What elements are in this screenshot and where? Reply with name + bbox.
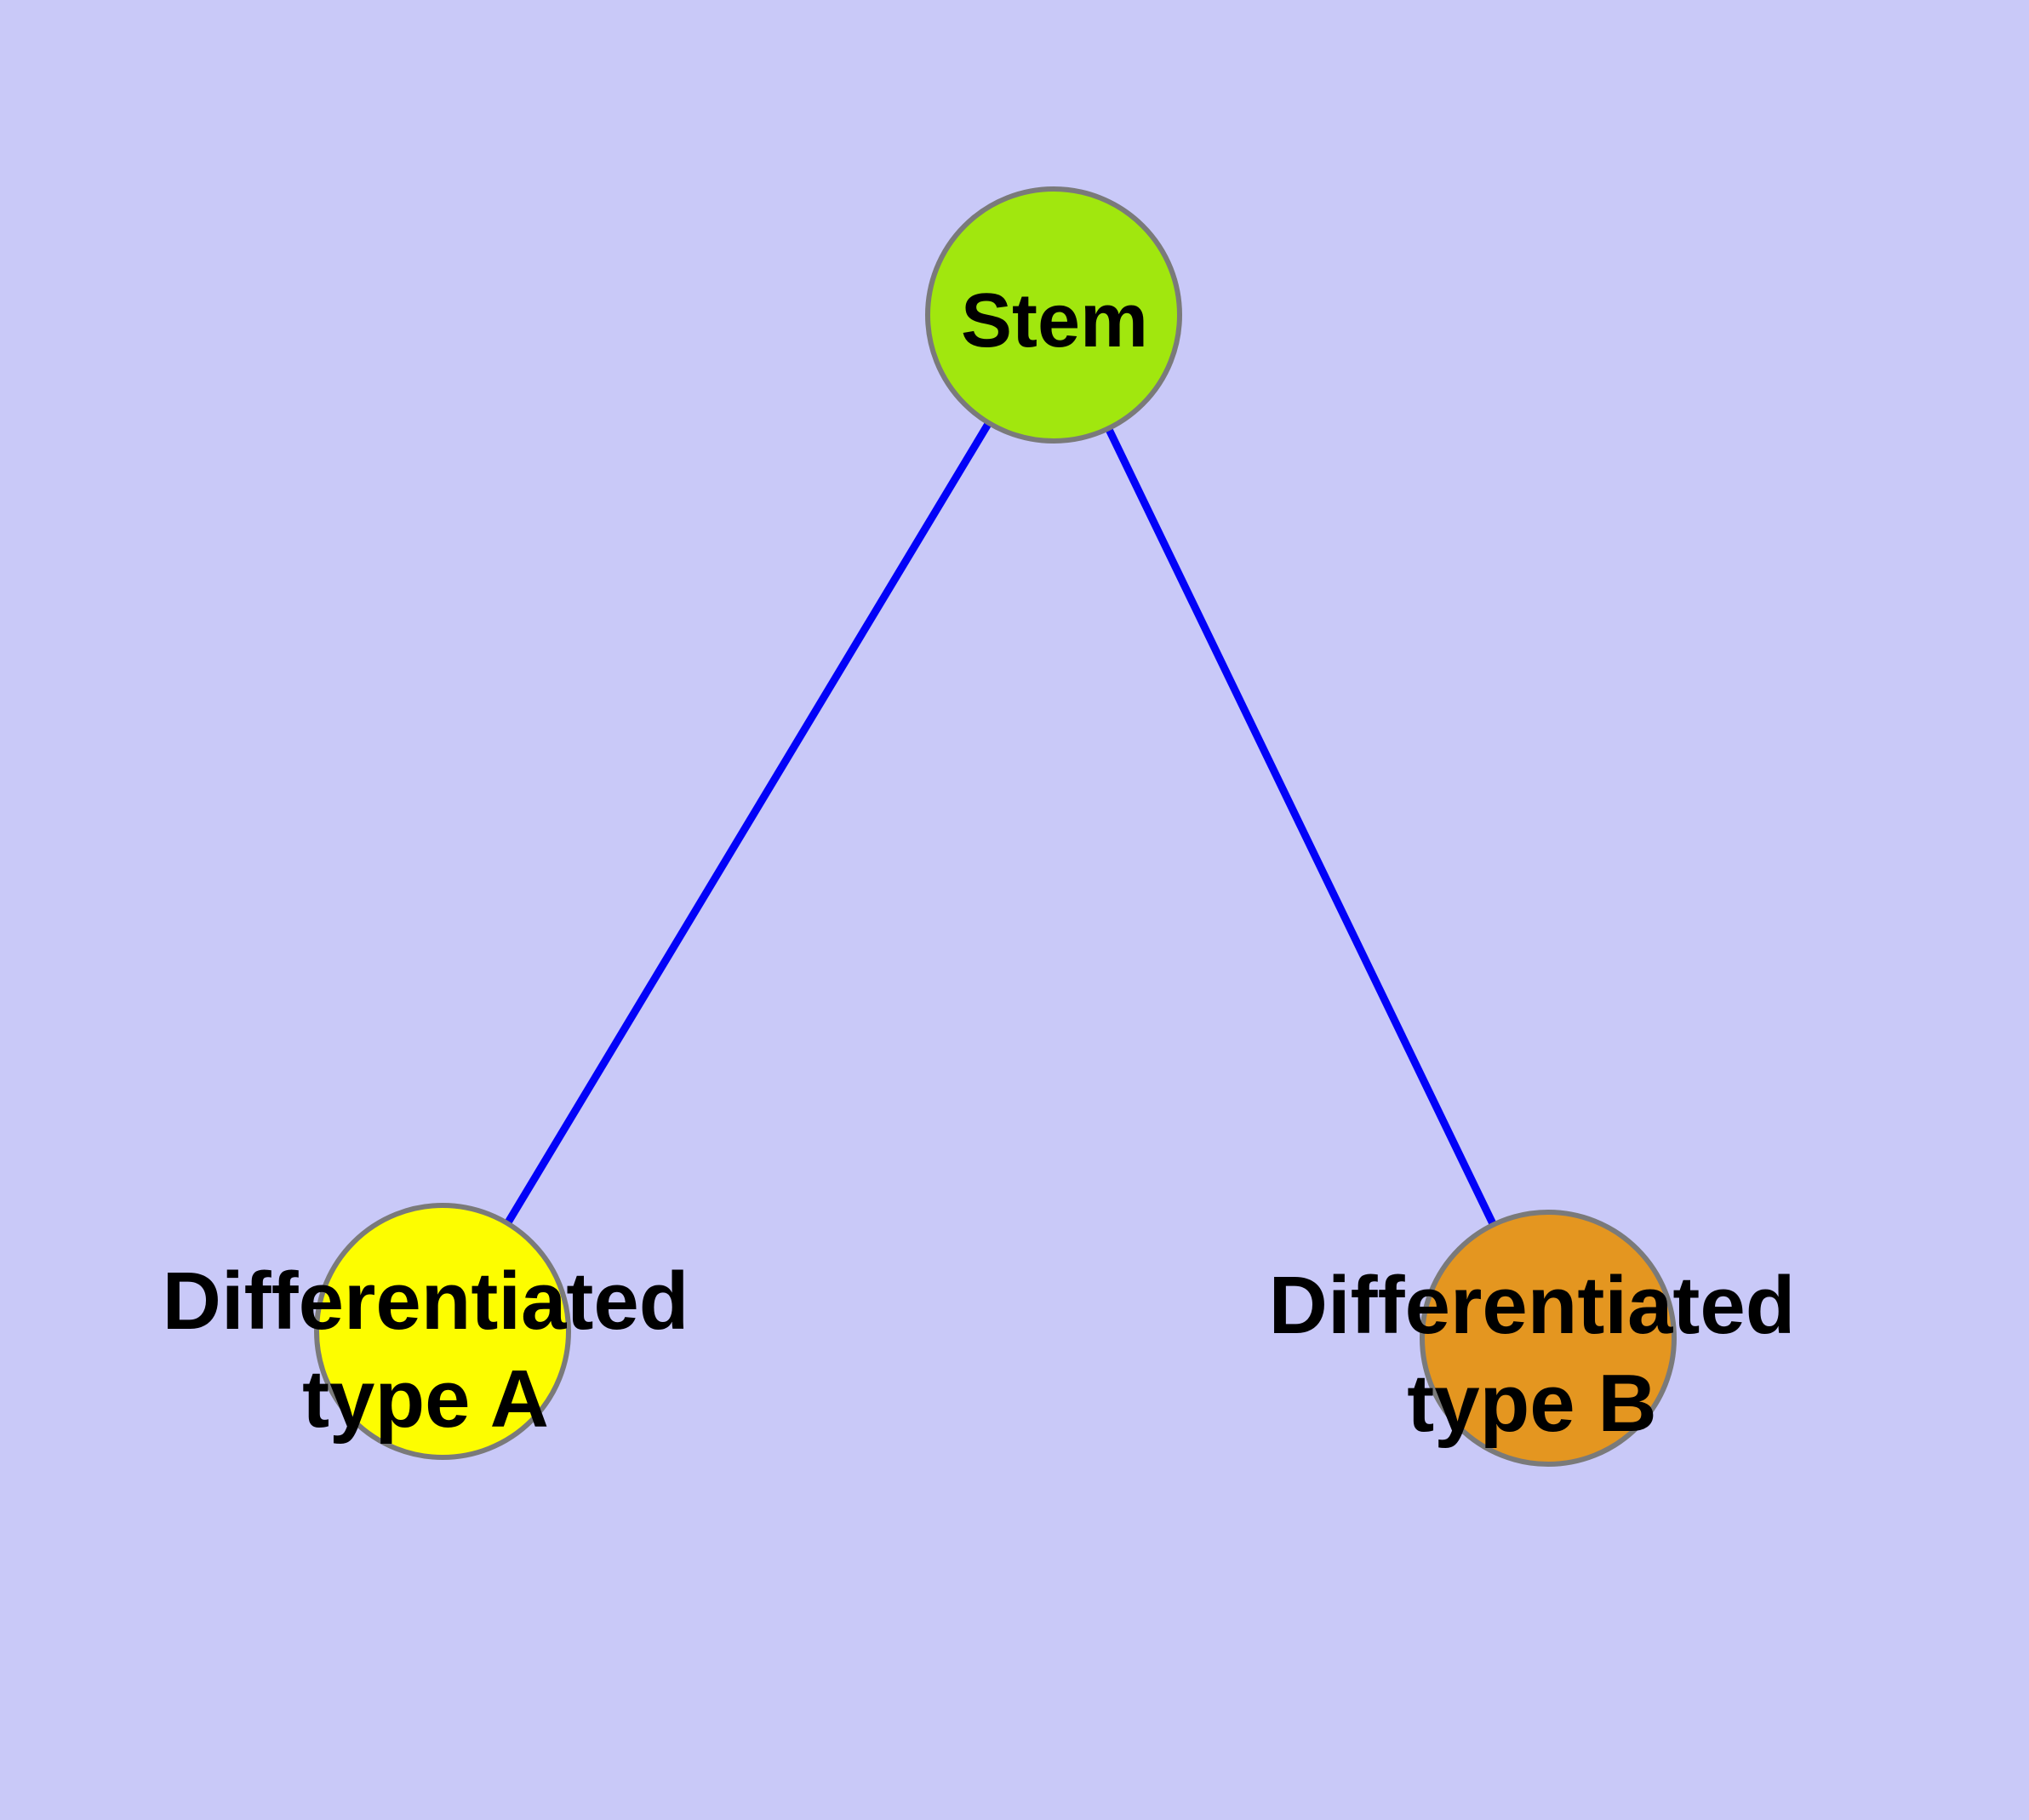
node-differentiated-type-a[interactable] <box>314 1203 571 1460</box>
node-label-stem: Stem <box>960 278 1149 363</box>
edge-stem-to-type-b <box>1049 313 1552 1340</box>
edge-stem-to-type-a <box>439 312 1057 1334</box>
node-label-differentiated-type-a: Differentiated type A <box>162 1255 689 1445</box>
node-differentiated-type-b[interactable] <box>1420 1210 1677 1467</box>
node-stem[interactable] <box>925 186 1182 444</box>
node-label-differentiated-type-b: Differentiated type B <box>1268 1259 1796 1449</box>
